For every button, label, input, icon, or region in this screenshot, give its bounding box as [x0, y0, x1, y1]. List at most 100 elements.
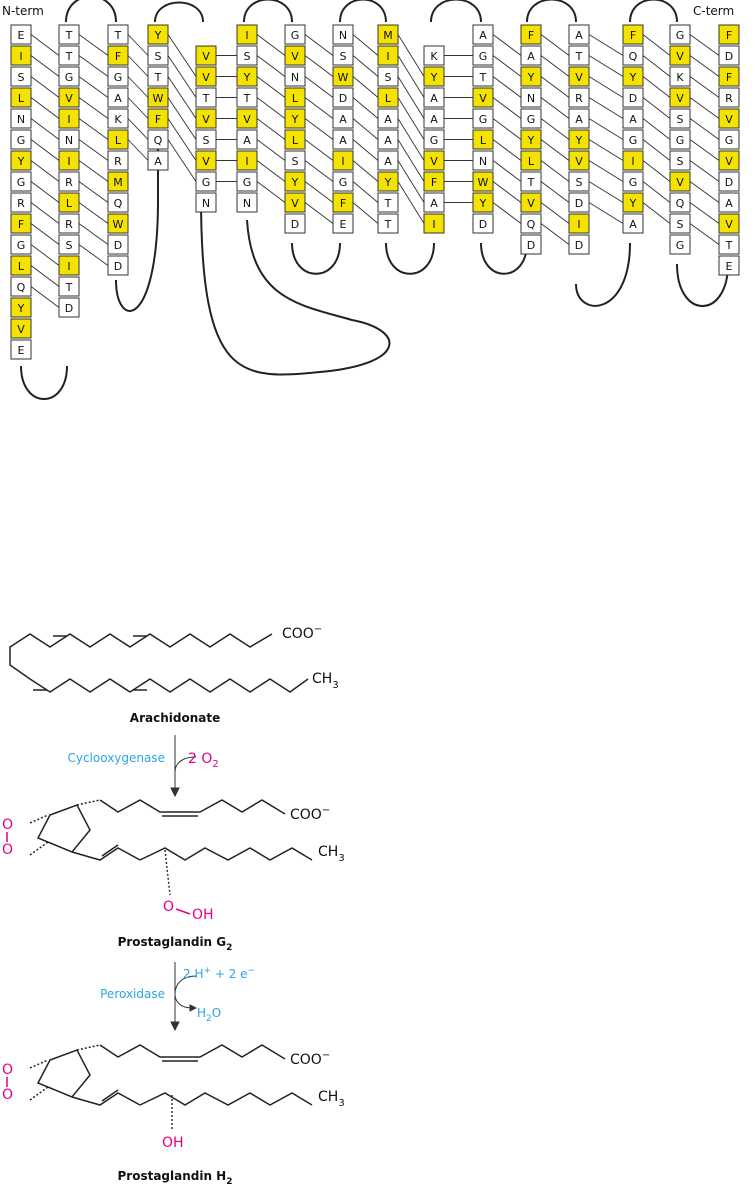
residue: Y — [520, 66, 542, 87]
residue-box — [423, 108, 445, 129]
residue-box-hydrophobic — [718, 213, 740, 234]
residue: A — [472, 24, 494, 45]
residue-letter: Y — [154, 29, 162, 42]
residue-box-hydrophobic — [284, 87, 306, 108]
helix-diagonal — [352, 118, 379, 140]
residue-box-hydrophobic — [58, 255, 80, 276]
residue-box-hydrophobic — [332, 192, 354, 213]
loop-6-7-top — [243, 0, 293, 23]
helix-diagonal — [304, 34, 334, 56]
helix-diagonal — [352, 160, 379, 182]
residue-letter: Y — [479, 197, 487, 210]
helix-diagonal — [127, 139, 149, 161]
helix-diagonal — [256, 55, 286, 77]
residue-box-hydrophobic — [107, 129, 129, 150]
residue-letter: E — [18, 29, 25, 42]
residue: L — [107, 129, 129, 150]
residue: D — [520, 234, 542, 255]
helix-diagonal — [642, 97, 671, 119]
residue-letter: V — [575, 71, 583, 84]
residue-box — [107, 234, 129, 255]
residue-box — [472, 150, 494, 171]
h2o-label: H2O — [197, 1006, 221, 1024]
residue-box — [472, 66, 494, 87]
residue: A — [622, 213, 644, 234]
residue-box-hydrophobic — [107, 213, 129, 234]
residue: M — [107, 171, 129, 192]
residue: F — [147, 108, 169, 129]
residue: Y — [568, 129, 590, 150]
residue-box-hydrophobic — [332, 150, 354, 171]
pgg2-ooh-bond — [175, 908, 191, 915]
residue-letter: V — [676, 92, 684, 105]
helix-diagonal — [689, 118, 720, 140]
helix-diagonal — [304, 139, 334, 161]
residue-letter: I — [432, 218, 435, 231]
residue-box — [377, 192, 399, 213]
h-plus-e-label: 2 H+ + 2 e− — [183, 966, 255, 981]
residue-box — [718, 87, 740, 108]
residue-letter: D — [114, 260, 122, 273]
residue-box-hydrophobic — [472, 129, 494, 150]
residue-box-hydrophobic — [669, 45, 691, 66]
residue-letter: D — [65, 302, 73, 315]
residue: G — [622, 129, 644, 150]
residue-box — [58, 276, 80, 297]
residue: G — [472, 108, 494, 129]
residue-letter: V — [725, 113, 733, 126]
residue: D — [58, 297, 80, 318]
residue: S — [669, 150, 691, 171]
residue-box-hydrophobic — [236, 150, 258, 171]
residue: D — [332, 87, 354, 108]
residue-box — [58, 45, 80, 66]
residue-letter: D — [114, 239, 122, 252]
peroxidase-label: Peroxidase — [100, 987, 165, 1001]
helix-diagonal-lines — [30, 34, 720, 308]
residue-box-hydrophobic — [10, 150, 32, 171]
residue-letter: V — [291, 197, 299, 210]
residue-letter: N — [339, 29, 347, 42]
helix-diagonal — [352, 181, 379, 203]
residue-box — [332, 171, 354, 192]
residue: S — [332, 45, 354, 66]
residue-box-hydrophobic — [195, 150, 217, 171]
helix-diagonal — [588, 118, 624, 140]
residue: I — [568, 213, 590, 234]
residue-box — [568, 171, 590, 192]
helix-diagonal — [127, 34, 149, 56]
residue-letter: N — [291, 71, 299, 84]
residue-letter: Q — [527, 218, 536, 231]
residue-box — [58, 66, 80, 87]
helix-diagonal — [30, 223, 60, 245]
pgg2-structure — [29, 799, 313, 861]
residue-letter: L — [292, 92, 299, 105]
residue: L — [58, 192, 80, 213]
residue: F — [10, 213, 32, 234]
residue-letter: Y — [243, 71, 251, 84]
connecting-loops — [20, 0, 729, 400]
residue-box — [10, 24, 32, 45]
helix-diagonal — [689, 55, 720, 77]
residue: Y — [622, 66, 644, 87]
residue-letter: Y — [575, 134, 583, 147]
loop-4-5-top — [154, 1, 204, 23]
residue-box-hydrophobic — [236, 24, 258, 45]
residue-letter: Q — [17, 281, 26, 294]
residue: S — [236, 45, 258, 66]
residue-box — [568, 45, 590, 66]
residue-box — [718, 45, 740, 66]
residue-letter: V — [17, 323, 25, 336]
residue-box — [10, 234, 32, 255]
helix-diagonal — [304, 55, 334, 77]
residue: N — [10, 108, 32, 129]
residue-letter: S — [677, 218, 684, 231]
residue: G — [669, 24, 691, 45]
residue-box-hydrophobic — [377, 24, 399, 45]
residue-letter: Y — [629, 71, 637, 84]
residue: A — [332, 108, 354, 129]
residue-box-hydrophobic — [568, 213, 590, 234]
residue: R — [107, 150, 129, 171]
residue: Y — [284, 171, 306, 192]
